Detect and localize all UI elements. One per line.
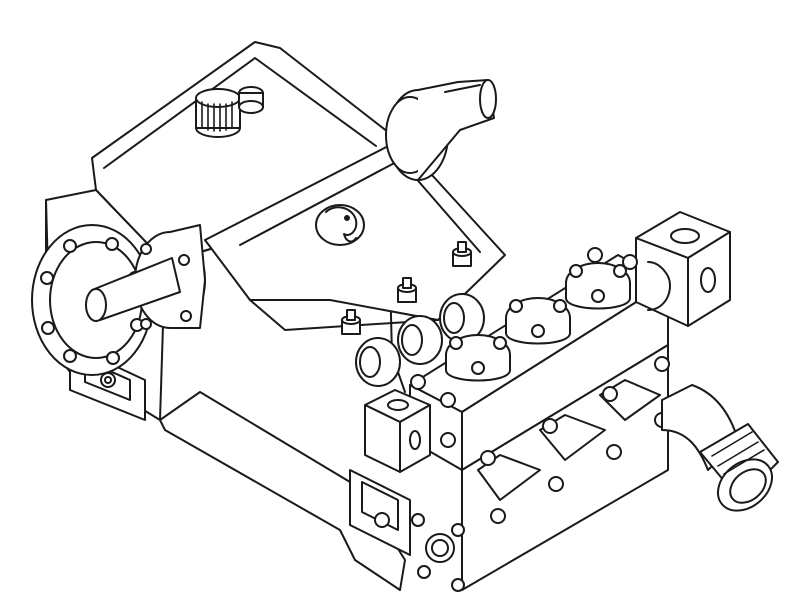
base-bolt bbox=[452, 524, 464, 536]
cover-bolt bbox=[41, 272, 53, 284]
cover-bolt bbox=[106, 238, 118, 250]
base-bolt bbox=[412, 514, 424, 526]
valve-cover-3 bbox=[566, 263, 630, 309]
drain-plug bbox=[412, 514, 464, 591]
base-bolt bbox=[418, 566, 430, 578]
rear-drive-shaft bbox=[386, 80, 496, 180]
head-bolt bbox=[655, 357, 669, 371]
valve-cover-2 bbox=[506, 298, 570, 344]
oil-filler-cap bbox=[196, 87, 263, 137]
head-bolt bbox=[481, 451, 495, 465]
cover-bolt bbox=[107, 352, 119, 364]
elephant-logo-icon bbox=[316, 205, 364, 245]
cover-bolt bbox=[64, 240, 76, 252]
small-port-block bbox=[365, 390, 430, 472]
base-bolt bbox=[452, 579, 464, 591]
foot-bolt-hole bbox=[375, 513, 389, 527]
cover-bolt bbox=[42, 322, 54, 334]
discharge-port-block bbox=[636, 212, 730, 326]
suction-inlet-elbow bbox=[662, 385, 782, 521]
mounting-foot-right bbox=[350, 470, 410, 555]
head-bolt bbox=[543, 419, 557, 433]
head-bolt bbox=[491, 509, 505, 523]
crosshead-studs bbox=[342, 242, 471, 334]
head-bolt bbox=[549, 477, 563, 491]
connector-nuts bbox=[411, 248, 637, 447]
stud-1 bbox=[453, 242, 471, 266]
head-bolt bbox=[603, 387, 617, 401]
valve-cover-1 bbox=[446, 335, 510, 381]
front-drive-shaft bbox=[86, 225, 205, 329]
stud-3 bbox=[342, 310, 360, 334]
head-bolt bbox=[607, 445, 621, 459]
plunger-seals bbox=[356, 294, 484, 386]
valve-covers bbox=[446, 263, 630, 381]
stud-2 bbox=[398, 278, 416, 302]
cover-bolt bbox=[64, 350, 76, 362]
